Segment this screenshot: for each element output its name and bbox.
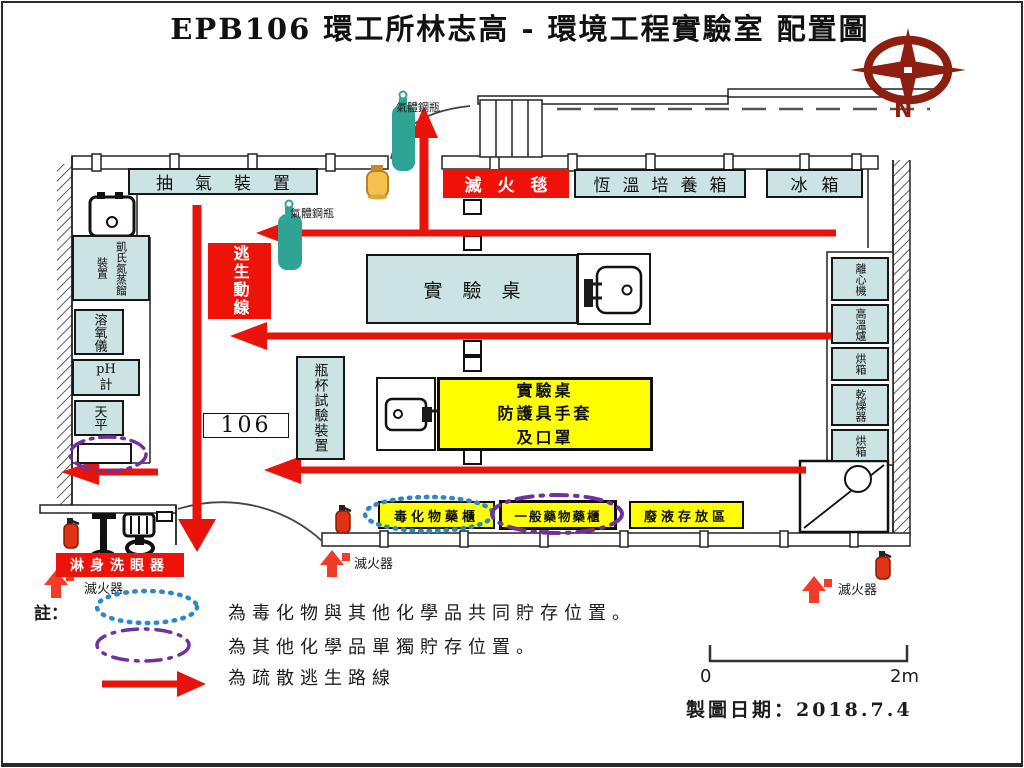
fire-extinguisher-icon bbox=[875, 551, 892, 580]
legend-item-text: 為其他化學品單獨貯存位置。 bbox=[228, 637, 540, 658]
compass-rose-icon bbox=[850, 28, 966, 112]
waste-storage-box: 廢液存放區 bbox=[629, 501, 744, 529]
fire-extinguisher-marker-icon bbox=[802, 576, 832, 603]
jar-test-box: 瓶杯試驗裝置 bbox=[296, 356, 345, 460]
ppe-notice-box: 實驗桌 防護具手套 及口罩 bbox=[437, 377, 653, 451]
gas-cylinder-label: 氣體鋼瓶 bbox=[396, 101, 440, 114]
oven-bottom-box: 烘箱 bbox=[831, 429, 889, 462]
kjeldahl-distiller-box: 裝置 凱氏氮蒸餾 bbox=[72, 235, 150, 301]
scale-max-label: 2m bbox=[890, 666, 919, 687]
gas-cylinder-icon bbox=[392, 90, 415, 171]
shower-eyewash-box: 淋身洗眼器 bbox=[56, 553, 184, 577]
room-number-box: 106 bbox=[203, 413, 289, 438]
dryer-box: 乾燥器 bbox=[831, 384, 889, 426]
fridge-box: 冰箱 bbox=[766, 169, 863, 198]
do-meter-box: 溶氧儀 bbox=[74, 309, 124, 355]
gas-cylinder-icon bbox=[278, 199, 302, 270]
scale-bar bbox=[708, 645, 909, 663]
kjeldahl-main-label: 凱氏氮蒸餾 bbox=[114, 240, 128, 296]
fire-extinguisher-marker-icon bbox=[44, 570, 74, 598]
fire-extinguisher-icon bbox=[63, 518, 80, 549]
legend-item-text: 為毒化物與其他化學品共同貯存位置。 bbox=[228, 603, 636, 624]
toxic-cabinet-box: 毒化物藥櫃 bbox=[378, 501, 495, 529]
oven-top-box: 烘箱 bbox=[831, 347, 889, 381]
sink-icon bbox=[88, 192, 136, 238]
fume-hood-box: 抽氣裝置 bbox=[128, 168, 318, 195]
compass-north-label: N bbox=[894, 98, 913, 123]
legend-item-text: 為疏散逃生路線 bbox=[228, 668, 396, 689]
gas-cylinder-label: 氣體鋼瓶 bbox=[290, 207, 334, 220]
scale-zero-label: 0 bbox=[700, 666, 712, 687]
fire-blanket-box: 滅火毯 bbox=[443, 169, 569, 198]
extinguisher-label: 滅火器 bbox=[84, 582, 124, 597]
centrifuge-box: 離心機 bbox=[831, 257, 889, 301]
balance-box: 天平 bbox=[74, 400, 124, 436]
extinguisher-label: 滅火器 bbox=[838, 583, 878, 598]
fire-extinguisher-icon bbox=[335, 505, 352, 534]
fire-extinguisher-icon bbox=[366, 165, 389, 200]
general-cabinet-box: 一般藥物藥櫃 bbox=[499, 500, 617, 530]
fire-extinguisher-marker-icon bbox=[320, 550, 350, 577]
page-title: EPB106 環工所林志高 - 環境工程實驗室 配置圖 bbox=[170, 12, 870, 46]
legend-note-label: 註： bbox=[34, 604, 68, 624]
chemical-storage-box bbox=[77, 443, 132, 464]
extinguisher-label: 滅火器 bbox=[354, 557, 394, 572]
lab-bench-box: 實驗桌 bbox=[366, 254, 578, 324]
furnace-box: 高溫爐 bbox=[831, 304, 889, 344]
ph-meter-box: pH 計 bbox=[72, 359, 140, 396]
escape-route-box: 逃生動線 bbox=[208, 243, 271, 319]
incubator-box: 恆溫培養箱 bbox=[574, 169, 746, 198]
date-label: 製圖日期：2018.7.4 bbox=[686, 699, 913, 721]
kjeldahl-sub-label: 裝置 bbox=[95, 257, 109, 279]
